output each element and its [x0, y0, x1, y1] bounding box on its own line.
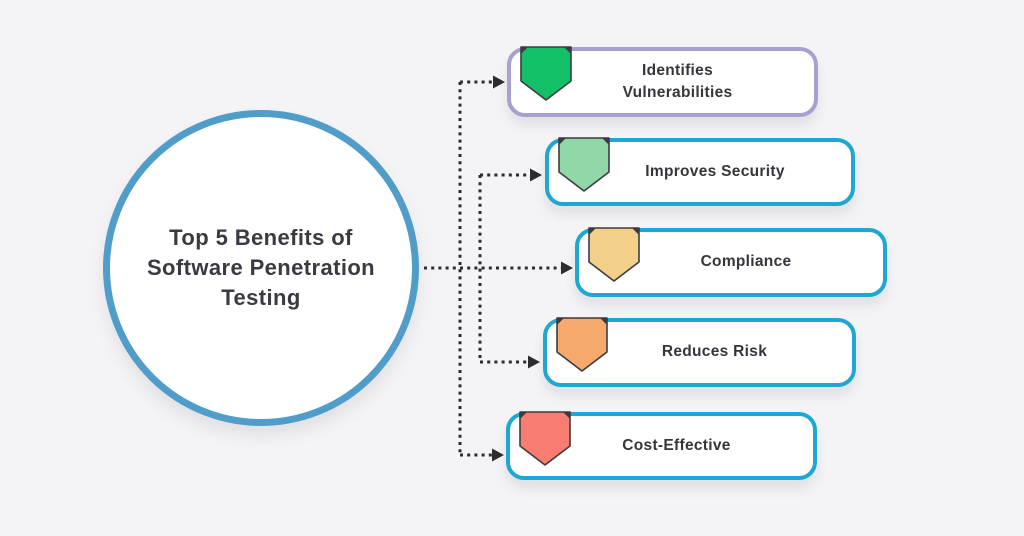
- benefit-box-reduces-risk: Reduces Risk: [543, 317, 856, 387]
- banner-ribbon-icon: [558, 137, 610, 192]
- benefit-box-identifies-vulnerabilities: Identifies Vulnerabilities: [507, 46, 818, 117]
- benefit-label: Compliance: [700, 253, 792, 271]
- arrowhead-identifies: [493, 75, 505, 89]
- benefit-label: Identifies Vulnerabilities: [622, 61, 733, 101]
- banner-ribbon-icon: [556, 317, 608, 372]
- central-topic-circle: Top 5 Benefits of Software Penetration T…: [103, 110, 419, 426]
- banner-ribbon-icon: [519, 411, 571, 466]
- diagram-title: Top 5 Benefits of Software Penetration T…: [146, 225, 376, 310]
- banner-ribbon-icon: [588, 227, 640, 282]
- benefit-label: Cost-Effective: [622, 436, 731, 454]
- benefit-box-compliance: Compliance: [575, 227, 887, 297]
- benefit-label: Reduces Risk: [661, 343, 768, 361]
- arrowhead-improves: [530, 168, 542, 182]
- benefit-label: Improves Security: [645, 162, 785, 180]
- benefit-box-cost-effective: Cost-Effective: [506, 411, 817, 480]
- arrowhead-reduces: [528, 355, 540, 369]
- arrowhead-cost: [492, 448, 504, 462]
- benefit-box-improves-security: Improves Security: [545, 137, 855, 206]
- arrowhead-compliance: [561, 261, 573, 275]
- banner-ribbon-icon: [520, 46, 572, 101]
